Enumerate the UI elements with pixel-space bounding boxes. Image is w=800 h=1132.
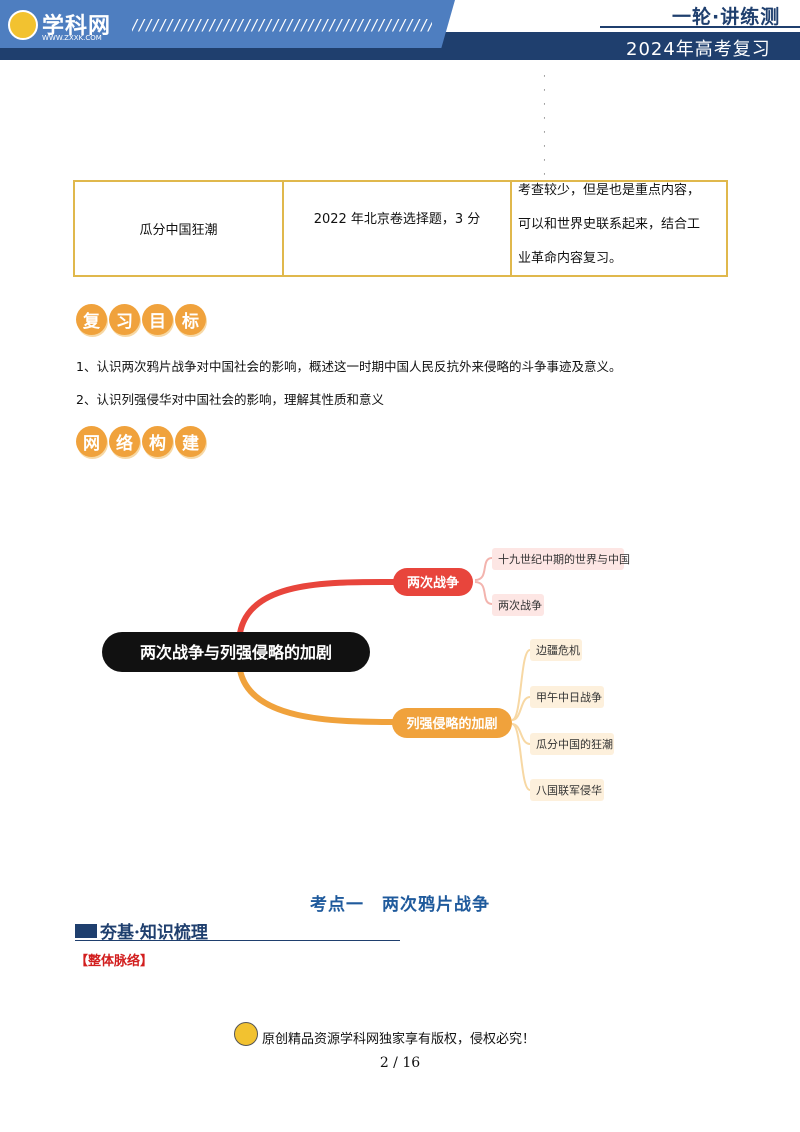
page-number: 2 / 16 [379, 1055, 421, 1071]
section-underline [75, 940, 400, 941]
objective-item: 2、认识列强侵华对中国社会的影响，理解其性质和意义 [76, 392, 384, 407]
header-title: 一轮·讲练测 [672, 6, 781, 28]
leaf-node [530, 639, 582, 661]
red-label: 【整体脉络】 [75, 954, 154, 969]
badge-char: 目 [142, 304, 173, 335]
leaf-node [530, 779, 604, 801]
leaf-node [530, 733, 614, 755]
key-point-title: 考点一 两次鸦片战争 [310, 895, 490, 915]
note-line: 可以和世界史联系起来，结合工 [518, 217, 701, 232]
badge-char: 网 [76, 426, 107, 457]
leaf-node [492, 594, 544, 616]
connector-leaf [511, 723, 531, 791]
mind-map: 两次战争与列强侵略的加剧 两次战争 十九世纪中期的世界与中国 两次战争 列强侵略… [102, 548, 630, 801]
header-subtitle: 2024年高考复习 [626, 39, 771, 60]
branch-label: 列强侵略的加剧 [406, 716, 497, 732]
leaf-label: 十九世纪中期的世界与中国 [498, 552, 630, 566]
connector-branch1 [237, 578, 396, 634]
header-slashes: ////////////////////////////////////////… [132, 16, 432, 34]
badge-char: 标 [175, 304, 206, 335]
dotted-line: ········ [543, 72, 546, 180]
footer-copyright: 原创精品资源学科网独家享有版权，侵权必究！ [262, 1032, 536, 1047]
branch-label: 两次战争 [407, 575, 459, 591]
section-subtitle: 夯基·知识梳理 [100, 923, 208, 943]
leaf-label: 瓜分中国的狂潮 [536, 737, 613, 751]
branch-node [393, 568, 473, 596]
leaf-node [530, 686, 604, 708]
connector-leaf [511, 696, 531, 721]
table-cell-exam: 2022 年北京卷选择题，3 分 [284, 182, 512, 275]
header-banner [0, 0, 455, 48]
root-label: 两次战争与列强侵略的加剧 [140, 643, 332, 662]
footer-logo-icon [234, 1022, 258, 1046]
header-divider [600, 26, 800, 28]
leaf-label: 甲午中日战争 [536, 690, 602, 704]
badge-char: 习 [109, 304, 140, 335]
exam-table: 瓜分中国狂潮 2022 年北京卷选择题，3 分 考查较少，但是也是重点内容， 可… [73, 180, 728, 277]
logo-text: 学科网 [42, 14, 112, 39]
objective-item: 1、认识两次鸦片战争对中国社会的影响，概述这一时期中国人民反抗外来侵略的斗争事迹… [76, 359, 622, 374]
badge-char: 复 [76, 304, 107, 335]
logo-icon [8, 10, 38, 40]
badge-char: 构 [142, 426, 173, 457]
connector-branch2 [237, 669, 396, 725]
leaf-label: 两次战争 [498, 598, 542, 612]
table-cell-topic: 瓜分中国狂潮 [75, 182, 284, 275]
root-node [102, 632, 370, 672]
connector-leaf [511, 649, 531, 721]
branch-node [392, 708, 512, 738]
section-marker [75, 924, 97, 938]
note-line: 考查较少，但是也是重点内容， [518, 183, 701, 198]
badge-char: 建 [175, 426, 206, 457]
leaf-node [492, 548, 624, 570]
leaf-label: 边疆危机 [536, 643, 580, 657]
note-line: 业革命内容复习。 [518, 251, 623, 266]
leaf-label: 八国联军侵华 [536, 783, 602, 797]
table-cell-note: 考查较少，但是也是重点内容， 可以和世界史联系起来，结合工 业革命内容复习。 [512, 174, 726, 275]
connector-leaf [474, 581, 493, 605]
objectives-badge: 复 习 目 标 [76, 304, 206, 335]
logo-url: WWW.ZXXK.COM [42, 34, 102, 42]
badge-char: 络 [109, 426, 140, 457]
network-badge: 网 络 构 建 [76, 426, 206, 457]
connector-leaf [474, 557, 493, 581]
